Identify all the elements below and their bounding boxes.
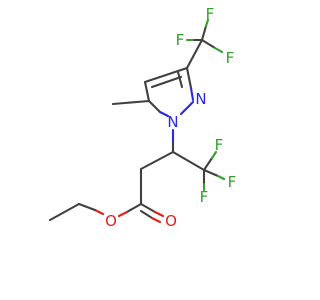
bond-n2-c3 (185, 66, 193, 90)
bond-ethyl-ch3 (48, 202, 81, 222)
bond-c3-c4 (143, 66, 189, 84)
atom-f-top-1: F (206, 5, 215, 23)
side-cf3-group (171, 150, 226, 192)
bond-c4-c5 (143, 80, 151, 103)
bond-carbonyl-oester (125, 202, 143, 214)
atom-n2: N (195, 90, 206, 108)
bond-n2-c3-n (189, 86, 195, 102)
bond-n2-c3-double (176, 70, 184, 89)
bond-cf3b-f1-f (210, 150, 218, 160)
bond-cf3b-f1-c (202, 156, 214, 172)
atom-f-top-2: F (176, 31, 185, 49)
molecule-diagram: F F F N N F F F O O (48, 5, 237, 230)
atom-f-top-3: F (226, 49, 235, 67)
bond-cf3-f1-f (204, 18, 210, 28)
bond-carbonyl-o2-red (150, 216, 162, 224)
bond-carbonyl-o (139, 202, 157, 214)
atom-o-ester: O (105, 212, 117, 230)
bond-carbonyl-oester-red (117, 210, 129, 218)
bond-carbonyl-o2 (139, 209, 154, 220)
bond-n1-n2 (179, 100, 195, 116)
bond-cf3b-f2-c (202, 168, 220, 178)
atom-f-side-3: F (200, 188, 209, 206)
bond-oester-ch2-red (93, 208, 105, 216)
bond-c5-n1-n (158, 110, 170, 118)
bond-ch-cf3 (171, 150, 206, 172)
bond-c3-cf3 (185, 38, 204, 70)
atom-n1: N (167, 113, 178, 131)
top-cf3-group (185, 18, 224, 70)
bond-cf3-f3-c (200, 38, 217, 50)
bond-methyl (111, 99, 151, 106)
atom-f-side-2: F (228, 173, 237, 191)
bond-oester-ch2 (77, 202, 97, 212)
atom-f-side-1: F (215, 136, 224, 154)
bond-cf3-f1-c (200, 24, 208, 42)
bond-cf3b-f2-f (216, 174, 226, 181)
bond-ch-ch2 (139, 150, 175, 171)
pyrazole-ring-bonds (143, 66, 195, 118)
atom-o-carbonyl: O (165, 212, 177, 230)
structure-canvas: F F F N N F F F O O (48, 5, 237, 230)
bond-c3-c4-double (150, 75, 183, 89)
bond-c5-n1 (147, 99, 162, 114)
bond-cf3-f3-f (213, 46, 224, 54)
bond-carbonyl-o-red (153, 210, 165, 218)
